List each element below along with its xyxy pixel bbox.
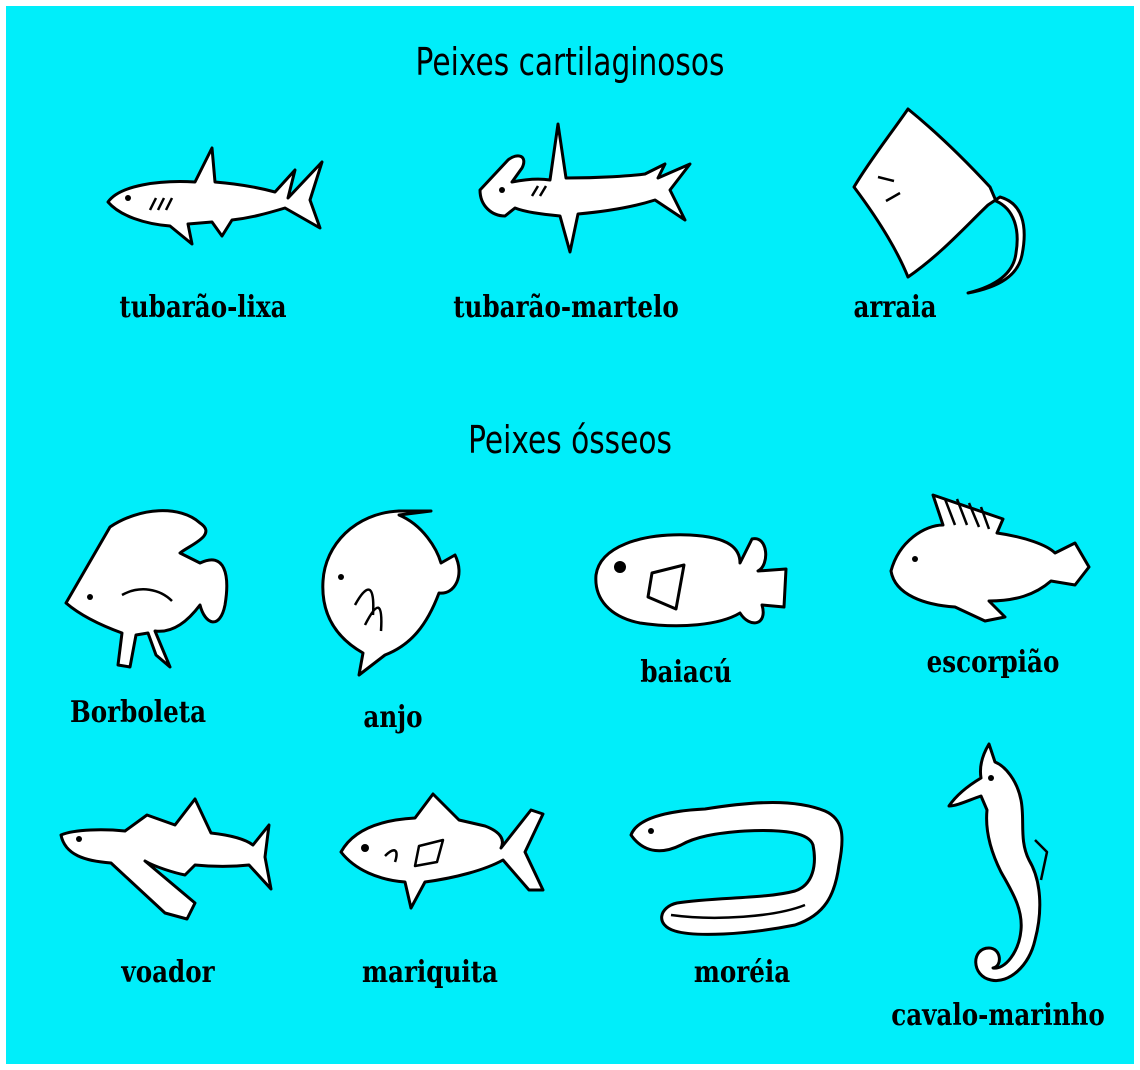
label-cavalo-marinho: cavalo-marinho	[891, 998, 1105, 1033]
tubarao-lixa-illustration	[106, 146, 324, 246]
escorpiao-illustration	[889, 493, 1091, 623]
label-tubarao-martelo: tubarão-martelo	[453, 290, 679, 325]
voador-illustration	[59, 797, 273, 921]
baiacu-illustration	[594, 533, 788, 628]
label-moreia: moréia	[693, 955, 791, 990]
label-tubarao-lixa: tubarão-lixa	[119, 290, 287, 325]
section-title-bony: Peixes ósseos	[468, 418, 672, 462]
label-baiacu: baiacú	[640, 655, 732, 690]
cavalo-marinho-illustration	[947, 742, 1049, 983]
mariquita-illustration	[339, 792, 545, 910]
label-arraia: arraia	[853, 290, 937, 325]
label-mariquita: mariquita	[361, 955, 499, 990]
section-title-cartilaginous: Peixes cartilaginosos	[415, 40, 725, 84]
tubarao-martelo-illustration	[478, 122, 692, 254]
label-borboleta: Borboleta	[69, 695, 207, 730]
borboleta-illustration	[64, 509, 229, 669]
arraia-illustration	[852, 107, 1026, 295]
anjo-illustration	[321, 509, 461, 677]
moreia-illustration	[629, 801, 844, 936]
label-voador: voador	[121, 955, 215, 990]
label-escorpiao: escorpião	[926, 645, 1060, 680]
label-anjo: anjo	[363, 700, 423, 735]
